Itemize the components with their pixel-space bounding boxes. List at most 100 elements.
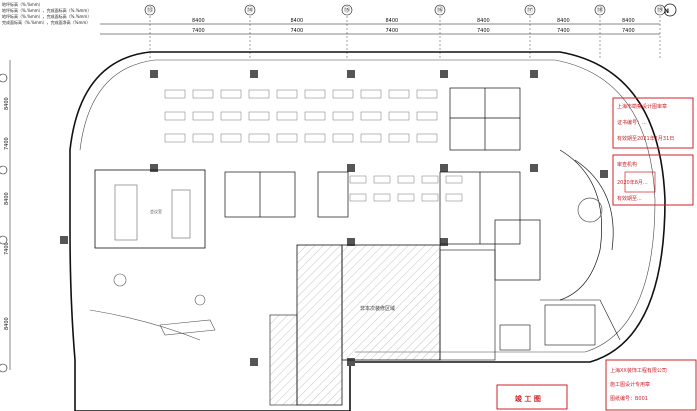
desk — [220, 133, 242, 143]
svg-text:有效期至...: 有效期至... — [617, 195, 642, 202]
desk — [276, 133, 298, 143]
desk — [397, 193, 415, 202]
grid-bubble — [244, 4, 256, 16]
desk — [164, 89, 186, 99]
grid-label: ⑭ — [247, 6, 253, 14]
desk — [388, 133, 410, 143]
svg-text:审查机构: 审查机构 — [617, 161, 637, 168]
grid-label: ⑬ — [147, 6, 153, 14]
grid-label: ⑮ — [344, 6, 350, 14]
svg-text:竣 工 图: 竣 工 图 — [515, 394, 541, 403]
svg-text:证书编号：...: 证书编号：... — [617, 119, 647, 126]
desk — [416, 89, 438, 99]
general-notes: 地坪标高（%.%mm） 地坪标高（%.%mm），完成面标高（%.%mm） 地坪标… — [2, 1, 91, 25]
grid-label: ⑯ — [437, 6, 443, 14]
grid-bubble — [341, 4, 353, 16]
desk — [421, 193, 439, 202]
lower-right-rooms — [499, 299, 621, 351]
note-line-2: 地坪标高（%.%mm），完成面标高（%.%mm） — [2, 7, 91, 13]
desk — [349, 193, 367, 202]
dimension-sub-label: 7400 — [557, 28, 570, 34]
desk — [164, 111, 186, 121]
desk — [397, 175, 415, 184]
desk — [276, 111, 298, 121]
note-line-3: 地坪标高（%.%mm），完成面标高（%.%mm） — [2, 13, 91, 19]
dimension-label-left: 8400 — [4, 317, 10, 330]
reception-curve — [559, 149, 614, 301]
dimension-sub-label: 7400 — [622, 28, 635, 34]
grid-label: ⑲ — [657, 6, 663, 14]
desk — [360, 89, 382, 99]
grid-bubble — [594, 4, 606, 16]
desk — [192, 133, 214, 143]
dimension-label: 8400 — [557, 18, 570, 24]
stamp-box-middle: 审查机构 2020年8月... 有效期至... — [612, 154, 694, 206]
desk — [248, 89, 270, 99]
meeting-room-left: 会议室 — [94, 169, 206, 249]
dimension-label: 8400 — [386, 18, 399, 24]
grid-bubble — [524, 4, 536, 16]
grid-axis-left — [0, 73, 8, 373]
dimension-label: 8400 — [192, 18, 205, 24]
desk — [360, 111, 382, 121]
desk — [360, 133, 382, 143]
dimension-sub-label: 7400 — [386, 28, 399, 34]
desk — [416, 111, 438, 121]
desk — [445, 175, 463, 184]
grid-label: ⑰ — [527, 6, 533, 14]
desk — [421, 175, 439, 184]
as-built-tag: 竣 工 图 — [496, 384, 568, 410]
title-block: 上海XX装饰工程有限公司 施工图设计专用章 图纸编号：B001 — [605, 359, 697, 411]
note-line-4: 完成面标高（%.%mm），完成面净高（%mm） — [2, 19, 90, 25]
svg-text:上海XX装饰工程有限公司: 上海XX装饰工程有限公司 — [610, 367, 667, 374]
note-line-1: 地坪标高（%.%mm） — [2, 1, 43, 7]
svg-text:上海市勘察设计图审章: 上海市勘察设计图审章 — [617, 103, 667, 110]
desk — [445, 193, 463, 202]
desk — [164, 133, 186, 143]
desk — [248, 133, 270, 143]
middle-rooms — [224, 171, 541, 281]
workstation-area — [164, 89, 463, 202]
svg-text:图纸编号：B001: 图纸编号：B001 — [610, 395, 648, 402]
desk — [192, 111, 214, 121]
desk — [388, 111, 410, 121]
building-outline — [69, 51, 666, 411]
desk — [276, 89, 298, 99]
dimension-label: 8400 — [622, 18, 635, 24]
desk — [332, 133, 354, 143]
dimension-label-left: 7400 — [4, 137, 10, 150]
grid-bubble — [434, 4, 446, 16]
grid-bubble — [144, 4, 156, 16]
svg-text:有效期至2021年1月31日: 有效期至2021年1月31日 — [617, 135, 674, 142]
core-area: 非本次装修区域 — [269, 244, 496, 406]
dimension-label: 8400 — [291, 18, 304, 24]
offices-top-right — [449, 87, 521, 151]
dimension-sub-label: 7400 — [477, 28, 490, 34]
north-arrow-icon: N — [663, 3, 677, 17]
desk — [304, 133, 326, 143]
dimension-sub-label: 7400 — [192, 28, 205, 34]
desk — [332, 89, 354, 99]
dimension-labels-top: 8400 8400 8400 8400 8400 8400 7400 7400 7400 7400… — [192, 18, 635, 34]
dimension-line-top — [100, 23, 660, 35]
desk — [192, 89, 214, 99]
svg-text:会议室: 会议室 — [150, 208, 162, 214]
structural-columns — [60, 70, 608, 366]
svg-text:2020年8月...: 2020年8月... — [617, 179, 648, 186]
desk — [349, 175, 367, 184]
desk — [220, 111, 242, 121]
desk — [373, 193, 391, 202]
grid-bubble — [654, 4, 666, 16]
center-area-label: 非本次装修区域 — [360, 305, 395, 312]
dimension-label-left: 8400 — [4, 192, 10, 205]
dimension-label: 8400 — [477, 18, 490, 24]
desk — [388, 89, 410, 99]
desk — [332, 111, 354, 121]
dimension-label-left: 8400 — [4, 97, 10, 110]
stamp-box-top: 上海市勘察设计图审章 证书编号：... 有效期至2021年1月31日 — [612, 97, 694, 149]
dimension-label-left: 7400 — [4, 242, 10, 255]
grid-label: ⑱ — [597, 6, 603, 14]
svg-text:施工图设计专用章: 施工图设计专用章 — [610, 381, 650, 388]
desk — [304, 89, 326, 99]
